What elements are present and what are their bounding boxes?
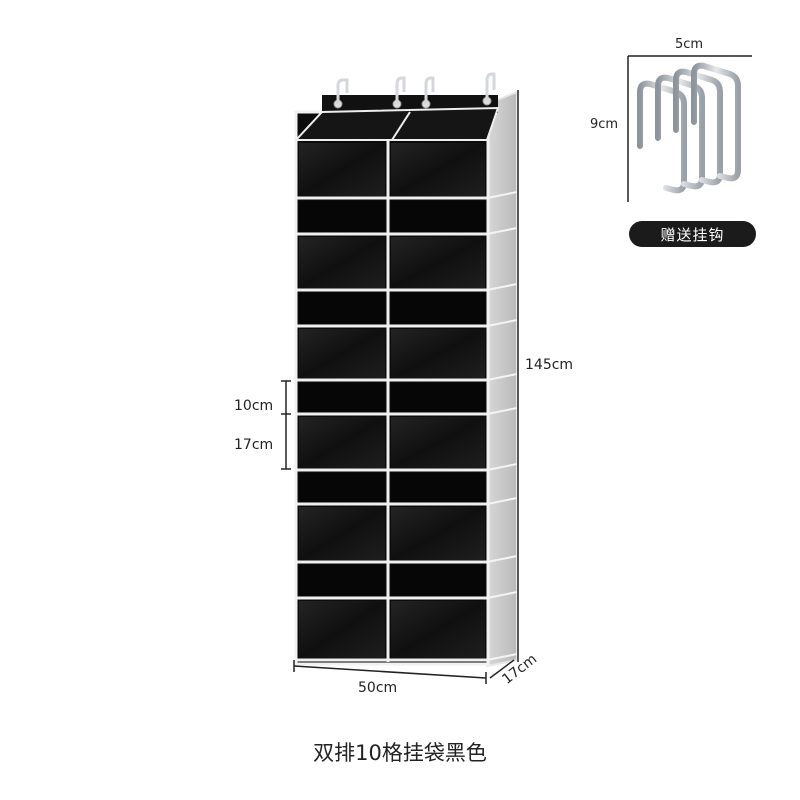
pocket-11-right [391,601,485,658]
door-hook [485,72,496,101]
pocket-3-left [299,237,385,288]
pocket-10-left [299,565,385,596]
pocket-6-right [391,383,485,412]
metal-hook [691,62,741,182]
metal-hook [637,80,687,194]
mesh-seam [486,191,518,199]
pocket-6-left [299,383,385,412]
mesh-seam [486,373,518,381]
pocket-11-left [299,601,385,658]
pocket-9-right [391,507,485,560]
pocket-3-right [391,237,485,288]
door-hook [336,78,349,104]
pocket-4-right [391,293,485,324]
pocket-1-right [391,143,485,196]
shelf-lines [297,191,518,662]
pocket-7-right [391,417,485,468]
metal-hook [655,74,705,190]
pocket-5-right [391,329,485,378]
free-hooks-badge: 赠送挂钩 [629,221,756,247]
height-label: 145cm [525,357,574,373]
hook-width-label: 5cm [675,37,704,52]
hook-height-label: 9cm [590,117,619,132]
large-pocket-label: 17cm [234,437,274,453]
pocket-1-left [299,143,385,196]
mesh-seam [486,283,518,291]
dimension-depth [489,659,515,679]
pocket-8-right [391,473,485,502]
door-organizer [293,72,518,668]
dimension-pocket [281,380,291,470]
pocket-2-left [299,201,385,232]
mesh-seam [486,319,518,327]
dimension-width [293,660,487,684]
pocket-8-left [299,473,385,502]
pocket-2-right [391,201,485,232]
pocket-9-left [299,507,385,560]
metal-hook [673,68,723,186]
mesh-seam [486,653,518,661]
product-caption: 双排10格挂袋黑色 [313,741,487,765]
pocket-7-left [299,417,385,468]
pocket-4-left [299,293,385,324]
mesh-seam [486,227,518,235]
width-label: 50cm [358,680,398,696]
small-pocket-label: 10cm [234,398,274,414]
door-hook [395,76,406,104]
pocket-10-right [391,565,485,596]
pocket-grid [299,143,485,658]
mesh-seam [486,497,518,505]
hook-inset [627,55,752,202]
mesh-seam [486,463,518,471]
top-flap [293,106,500,141]
mesh-seam [486,407,518,415]
pocket-5-left [299,329,385,378]
mesh-seam [486,591,518,599]
door-hooks [336,72,496,104]
hook-set-icon [637,62,741,194]
mesh-seam [486,555,518,563]
door-hook [424,76,435,104]
